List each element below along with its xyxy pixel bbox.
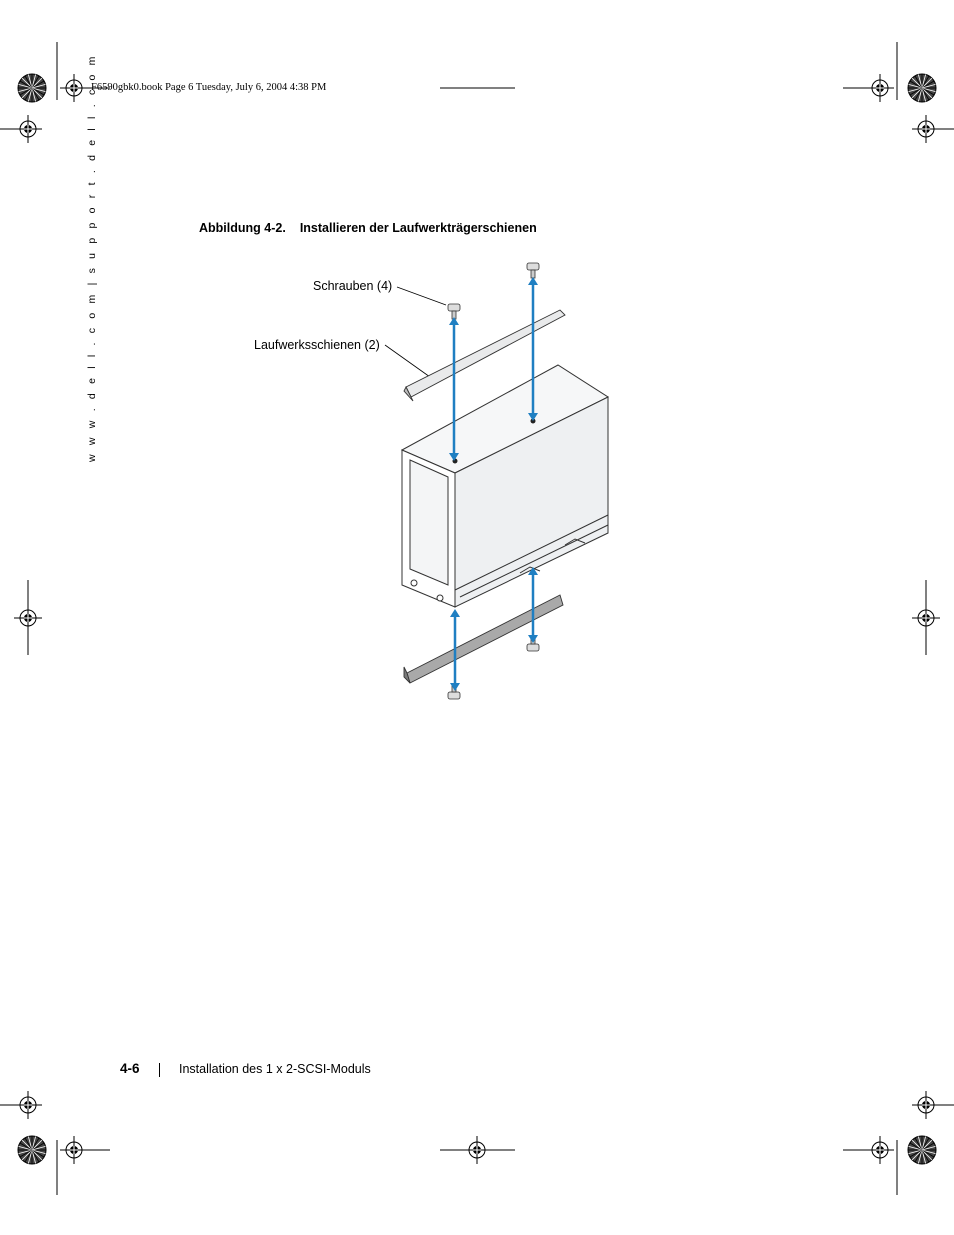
callout-rails: Laufwerksschienen (2) [254,338,380,352]
figure-caption: Abbildung 4-2. Installieren der Laufwerkt… [199,221,537,235]
top-rail [403,309,566,402]
page-number: 4-6 [120,1061,140,1076]
arrow-icon [450,609,460,691]
registration-crosshair-icon [912,1091,940,1119]
print-slug: F6590gbk0.book Page 6 Tuesday, July 6, 2… [91,82,327,93]
callout-leader-screws [396,286,447,306]
arrow-icon [528,567,538,643]
arrow-icon [528,277,538,421]
drive-carrier [400,364,610,608]
registration-crosshair-icon [912,604,940,632]
figure-number: Abbildung 4-2. [199,221,286,235]
drive-carrier-illustration [384,262,610,700]
figure-title: Installieren der Laufwerkträgerschienen [299,221,537,235]
bottom-rail [403,594,564,684]
screw-icon [526,262,540,279]
footer-chapter-title: Installation des 1 x 2-SCSI-Moduls [179,1062,371,1076]
registration-crosshair-icon [912,115,940,143]
callout-leader-rails [384,344,431,378]
registration-crosshair-icon [866,74,894,102]
footer-separator [159,1063,160,1077]
registration-crosshair-icon [463,1136,491,1164]
registration-crosshair-icon [60,1136,88,1164]
registration-star-icon [907,1135,937,1165]
callout-screws: Schrauben (4) [313,279,393,293]
registration-crosshair-icon [14,1091,42,1119]
registration-crosshair-icon [60,74,88,102]
registration-crosshair-icon [866,1136,894,1164]
registration-crosshair-icon [14,115,42,143]
registration-star-icon [17,73,47,103]
registration-star-icon [907,73,937,103]
registration-star-icon [17,1135,47,1165]
screw-icon [447,303,461,320]
registration-crosshair-icon [14,604,42,632]
side-url: w w w . d e l l . c o m | s u p p o r t … [86,53,98,462]
arrow-icon [449,317,459,461]
